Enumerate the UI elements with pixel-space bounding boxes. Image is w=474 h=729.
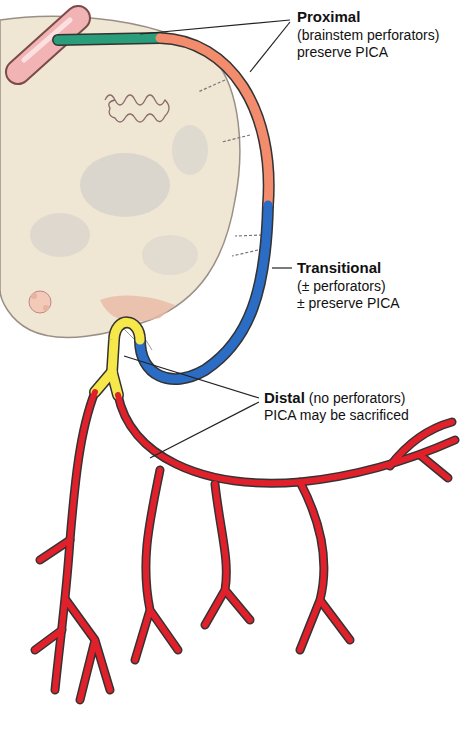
segment-label: Transitional — [297, 259, 381, 276]
proximal-segment — [160, 38, 269, 205]
distal-branches — [55, 392, 95, 690]
leader-line — [140, 20, 290, 34]
segment-label: Distal — [264, 389, 305, 406]
distal-branches — [35, 422, 452, 700]
nerve-root — [29, 291, 51, 313]
leader-line — [150, 402, 259, 458]
distal-segment — [112, 372, 118, 395]
transitional-segment — [140, 205, 268, 379]
leader-line — [250, 22, 290, 72]
brainstem-tract — [100, 295, 175, 321]
proximal-segment — [58, 38, 160, 40]
distal-branches — [118, 395, 455, 483]
nerve-root — [31, 293, 37, 299]
segment-label: preserve PICA — [297, 44, 388, 61]
segment-label: (brainstem perforators) — [297, 27, 439, 44]
leader-line — [124, 356, 259, 398]
brainstem-nucleus — [30, 213, 90, 257]
segment-label: PICA may be sacrificed — [264, 407, 409, 424]
segment-label: (no perforators) — [309, 390, 405, 407]
inferior-olive — [105, 95, 169, 122]
leader-line — [272, 267, 292, 268]
brainstem — [0, 16, 240, 337]
nerve-root — [43, 305, 49, 311]
distal-segment — [112, 322, 140, 372]
segment-label: Proximal — [297, 8, 360, 25]
segment-label: (± perforators) — [297, 278, 386, 295]
brainstem-nucleus — [142, 235, 198, 275]
brainstem-nucleus — [172, 125, 208, 175]
brainstem-nucleus — [80, 153, 170, 217]
segment-label: ± preserve PICA — [297, 295, 400, 312]
